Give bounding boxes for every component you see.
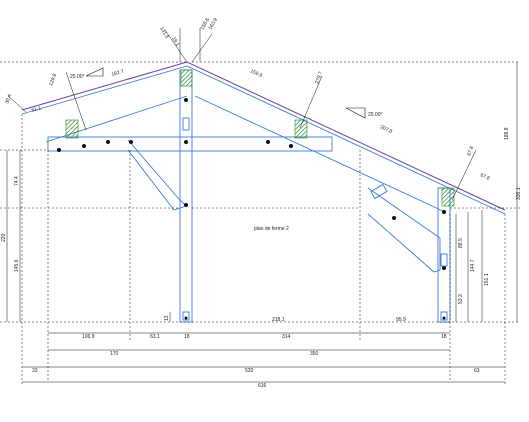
plate-base-right <box>440 311 448 321</box>
dim-left-end: 61.1 <box>31 105 42 114</box>
purlin-ridge <box>180 69 193 87</box>
dim-left-total: 220 <box>1 233 7 242</box>
slope-marker-right <box>345 107 366 119</box>
dim-total-height: 188.8 <box>504 127 510 140</box>
purlin-right-upper <box>294 119 308 139</box>
dim-b1-6: 18 <box>441 334 447 340</box>
right-purlin-block <box>370 183 388 200</box>
plate-base-left <box>182 311 190 321</box>
dim-b1-3: 218.1 <box>272 317 285 323</box>
left-rafter <box>21 65 188 143</box>
dim-left-lower: 145.6 <box>14 259 20 272</box>
dim-brace-b: 53.3 <box>458 294 464 304</box>
dim-b1-0: 106.9 <box>82 334 95 340</box>
dim-ridge-a: 158.6 <box>200 17 212 31</box>
extension-lines <box>0 61 520 385</box>
dim-left-base: 13 <box>164 315 170 321</box>
purlin-left <box>65 119 79 139</box>
dim-left-tip: 30.4 <box>4 93 13 104</box>
right-brace <box>367 187 441 273</box>
bottom-dimensions <box>22 332 505 383</box>
dim-right-mid: 279.7 <box>314 71 324 85</box>
dim-ridge-c: 131.6 <box>158 26 170 40</box>
dim-right-rafter: 159.9 <box>249 68 263 79</box>
bolts <box>57 98 446 320</box>
dim-b1-2: 18 <box>184 334 190 340</box>
dim-right-lower: 207.8 <box>379 124 393 135</box>
king-post <box>179 69 193 323</box>
left-brace <box>127 139 187 211</box>
tie-beam <box>47 136 333 152</box>
dim-left-small: 129.8 <box>48 73 58 87</box>
dim-ridge-d: 19.1 <box>170 36 180 48</box>
dim-total-width: 616 <box>258 383 267 389</box>
dim-eave: 336.1 <box>516 187 522 200</box>
right-dimensions <box>455 62 518 322</box>
dim-b1-4: 314 <box>282 334 291 340</box>
top-leaders <box>7 28 477 201</box>
roof-outline <box>21 61 506 211</box>
dim-left-upper: 74.4 <box>14 176 20 186</box>
dim-b2-0: 170 <box>110 351 119 357</box>
dim-right-small-b: 67.8 <box>479 172 491 182</box>
dim-right-small-a: 67.8 <box>466 145 475 156</box>
slope-label-right: 25.00° <box>368 112 383 118</box>
drawing-title: plan de ferme 2 <box>254 226 289 232</box>
plate-right-post <box>440 253 448 267</box>
plate-king-top <box>182 117 190 131</box>
dim-b1-5: 95.9 <box>396 317 406 323</box>
slope-label-left: 25.00° <box>70 74 85 80</box>
left-dimensions <box>6 150 171 322</box>
slope-marker-left <box>85 67 104 77</box>
right-rafter <box>186 65 506 215</box>
dim-b3-0: 33 <box>32 368 38 374</box>
dim-b1-1: 63.1 <box>150 334 160 340</box>
dim-ridge-b: 163.9 <box>208 17 220 31</box>
purlin-right-lower <box>441 187 455 207</box>
dim-b3-1: 520 <box>245 368 254 374</box>
dim-post-h: 151.1 <box>484 273 490 286</box>
dim-b2-1: 350 <box>310 351 319 357</box>
dim-left-rafter: 182.7 <box>111 69 125 78</box>
dim-post-inner: 144.7 <box>470 259 476 272</box>
dim-b3-2: 63 <box>474 368 480 374</box>
dim-brace-a: 88.5 <box>458 238 464 248</box>
